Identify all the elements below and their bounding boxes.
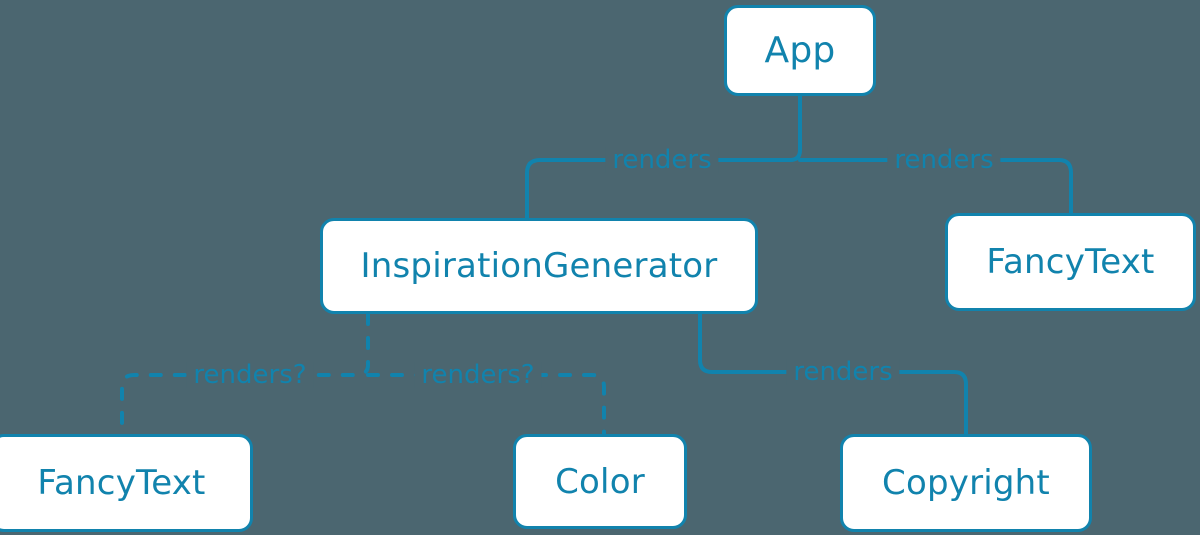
wire-inspiration-to-color-dashed <box>366 373 606 436</box>
edge-label-inspiration-to-copyright: renders <box>786 359 900 385</box>
edge-label-app-to-inspiration: renders <box>605 147 719 173</box>
node-fancytext-bottom-label: FancyText <box>37 463 206 503</box>
node-color-label: Color <box>555 461 645 502</box>
node-inspiration-generator-label: InspirationGenerator <box>360 246 718 286</box>
node-fancytext-bottom[interactable]: FancyText <box>0 434 253 532</box>
edge-label-inspiration-to-color: renders? <box>414 362 542 388</box>
node-app-label: App <box>764 30 836 71</box>
node-copyright-label: Copyright <box>882 463 1050 503</box>
node-fancytext-right[interactable]: FancyText <box>945 213 1196 311</box>
node-color[interactable]: Color <box>513 434 687 529</box>
node-app[interactable]: App <box>724 5 876 96</box>
wire-app-to-fancytext-right <box>798 158 1073 215</box>
edge-label-inspiration-to-fancytext: renders? <box>186 362 314 388</box>
node-copyright[interactable]: Copyright <box>840 434 1092 532</box>
edge-label-app-to-fancytext-right: renders <box>887 147 1001 173</box>
node-fancytext-right-label: FancyText <box>986 242 1155 282</box>
node-inspiration-generator[interactable]: InspirationGenerator <box>320 218 758 314</box>
